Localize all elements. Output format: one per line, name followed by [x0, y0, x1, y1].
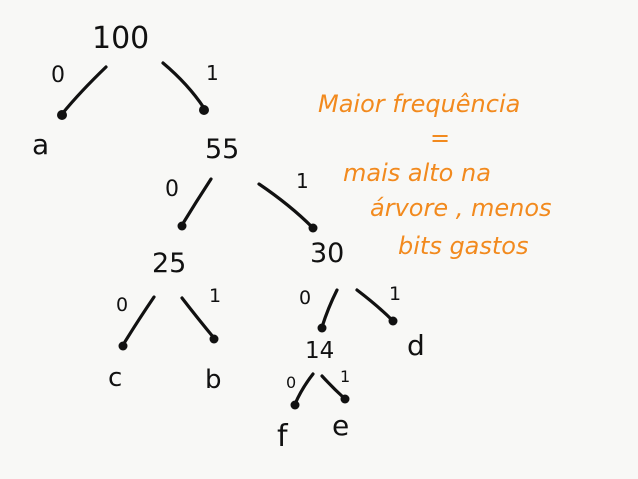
label-55-left: 0: [165, 177, 179, 202]
edge-55-left: [180, 177, 213, 227]
edge-25-right: [180, 296, 216, 340]
leaf-b: b: [205, 365, 222, 395]
annotation-note: Maior frequência = mais alto na árvore ,…: [318, 90, 552, 260]
label-30-left: 0: [299, 287, 311, 309]
note-line-5: bits gastos: [398, 232, 529, 260]
edge-root-left: [60, 65, 108, 116]
leaf-c: c: [108, 363, 122, 393]
node-25: 25: [152, 248, 186, 279]
note-line-2: =: [430, 124, 450, 152]
edge-dots: [57, 105, 398, 410]
note-line-3: mais alto na: [343, 159, 491, 187]
label-14-left: 0: [286, 373, 296, 392]
note-line-4: árvore , menos: [370, 194, 552, 222]
label-root-right: 1: [206, 61, 219, 85]
edge-25-left: [121, 295, 156, 347]
label-25-left: 0: [116, 294, 128, 316]
edge-labels: 0 1 0 1 0 1 0 1 0 1: [51, 61, 401, 392]
node-14: 14: [305, 338, 334, 364]
edge-30-right: [355, 288, 394, 322]
edge-14-left: [293, 372, 315, 406]
edge-55-right: [257, 182, 314, 229]
edge-root-right: [161, 61, 206, 110]
leaf-f: f: [277, 419, 289, 454]
node-30: 30: [310, 238, 344, 269]
label-25-right: 1: [209, 285, 221, 307]
label-14-right: 1: [340, 367, 350, 386]
leaf-d: d: [407, 329, 425, 362]
label-30-right: 1: [389, 283, 401, 305]
label-55-right: 1: [296, 169, 309, 193]
edge-30-left: [320, 288, 339, 329]
label-root-left: 0: [51, 63, 65, 88]
leaf-e: e: [332, 409, 349, 442]
node-root-100: 100: [92, 21, 149, 56]
note-line-1: Maior frequência: [318, 90, 520, 118]
leaf-a: a: [32, 128, 49, 161]
node-55: 55: [205, 134, 239, 165]
